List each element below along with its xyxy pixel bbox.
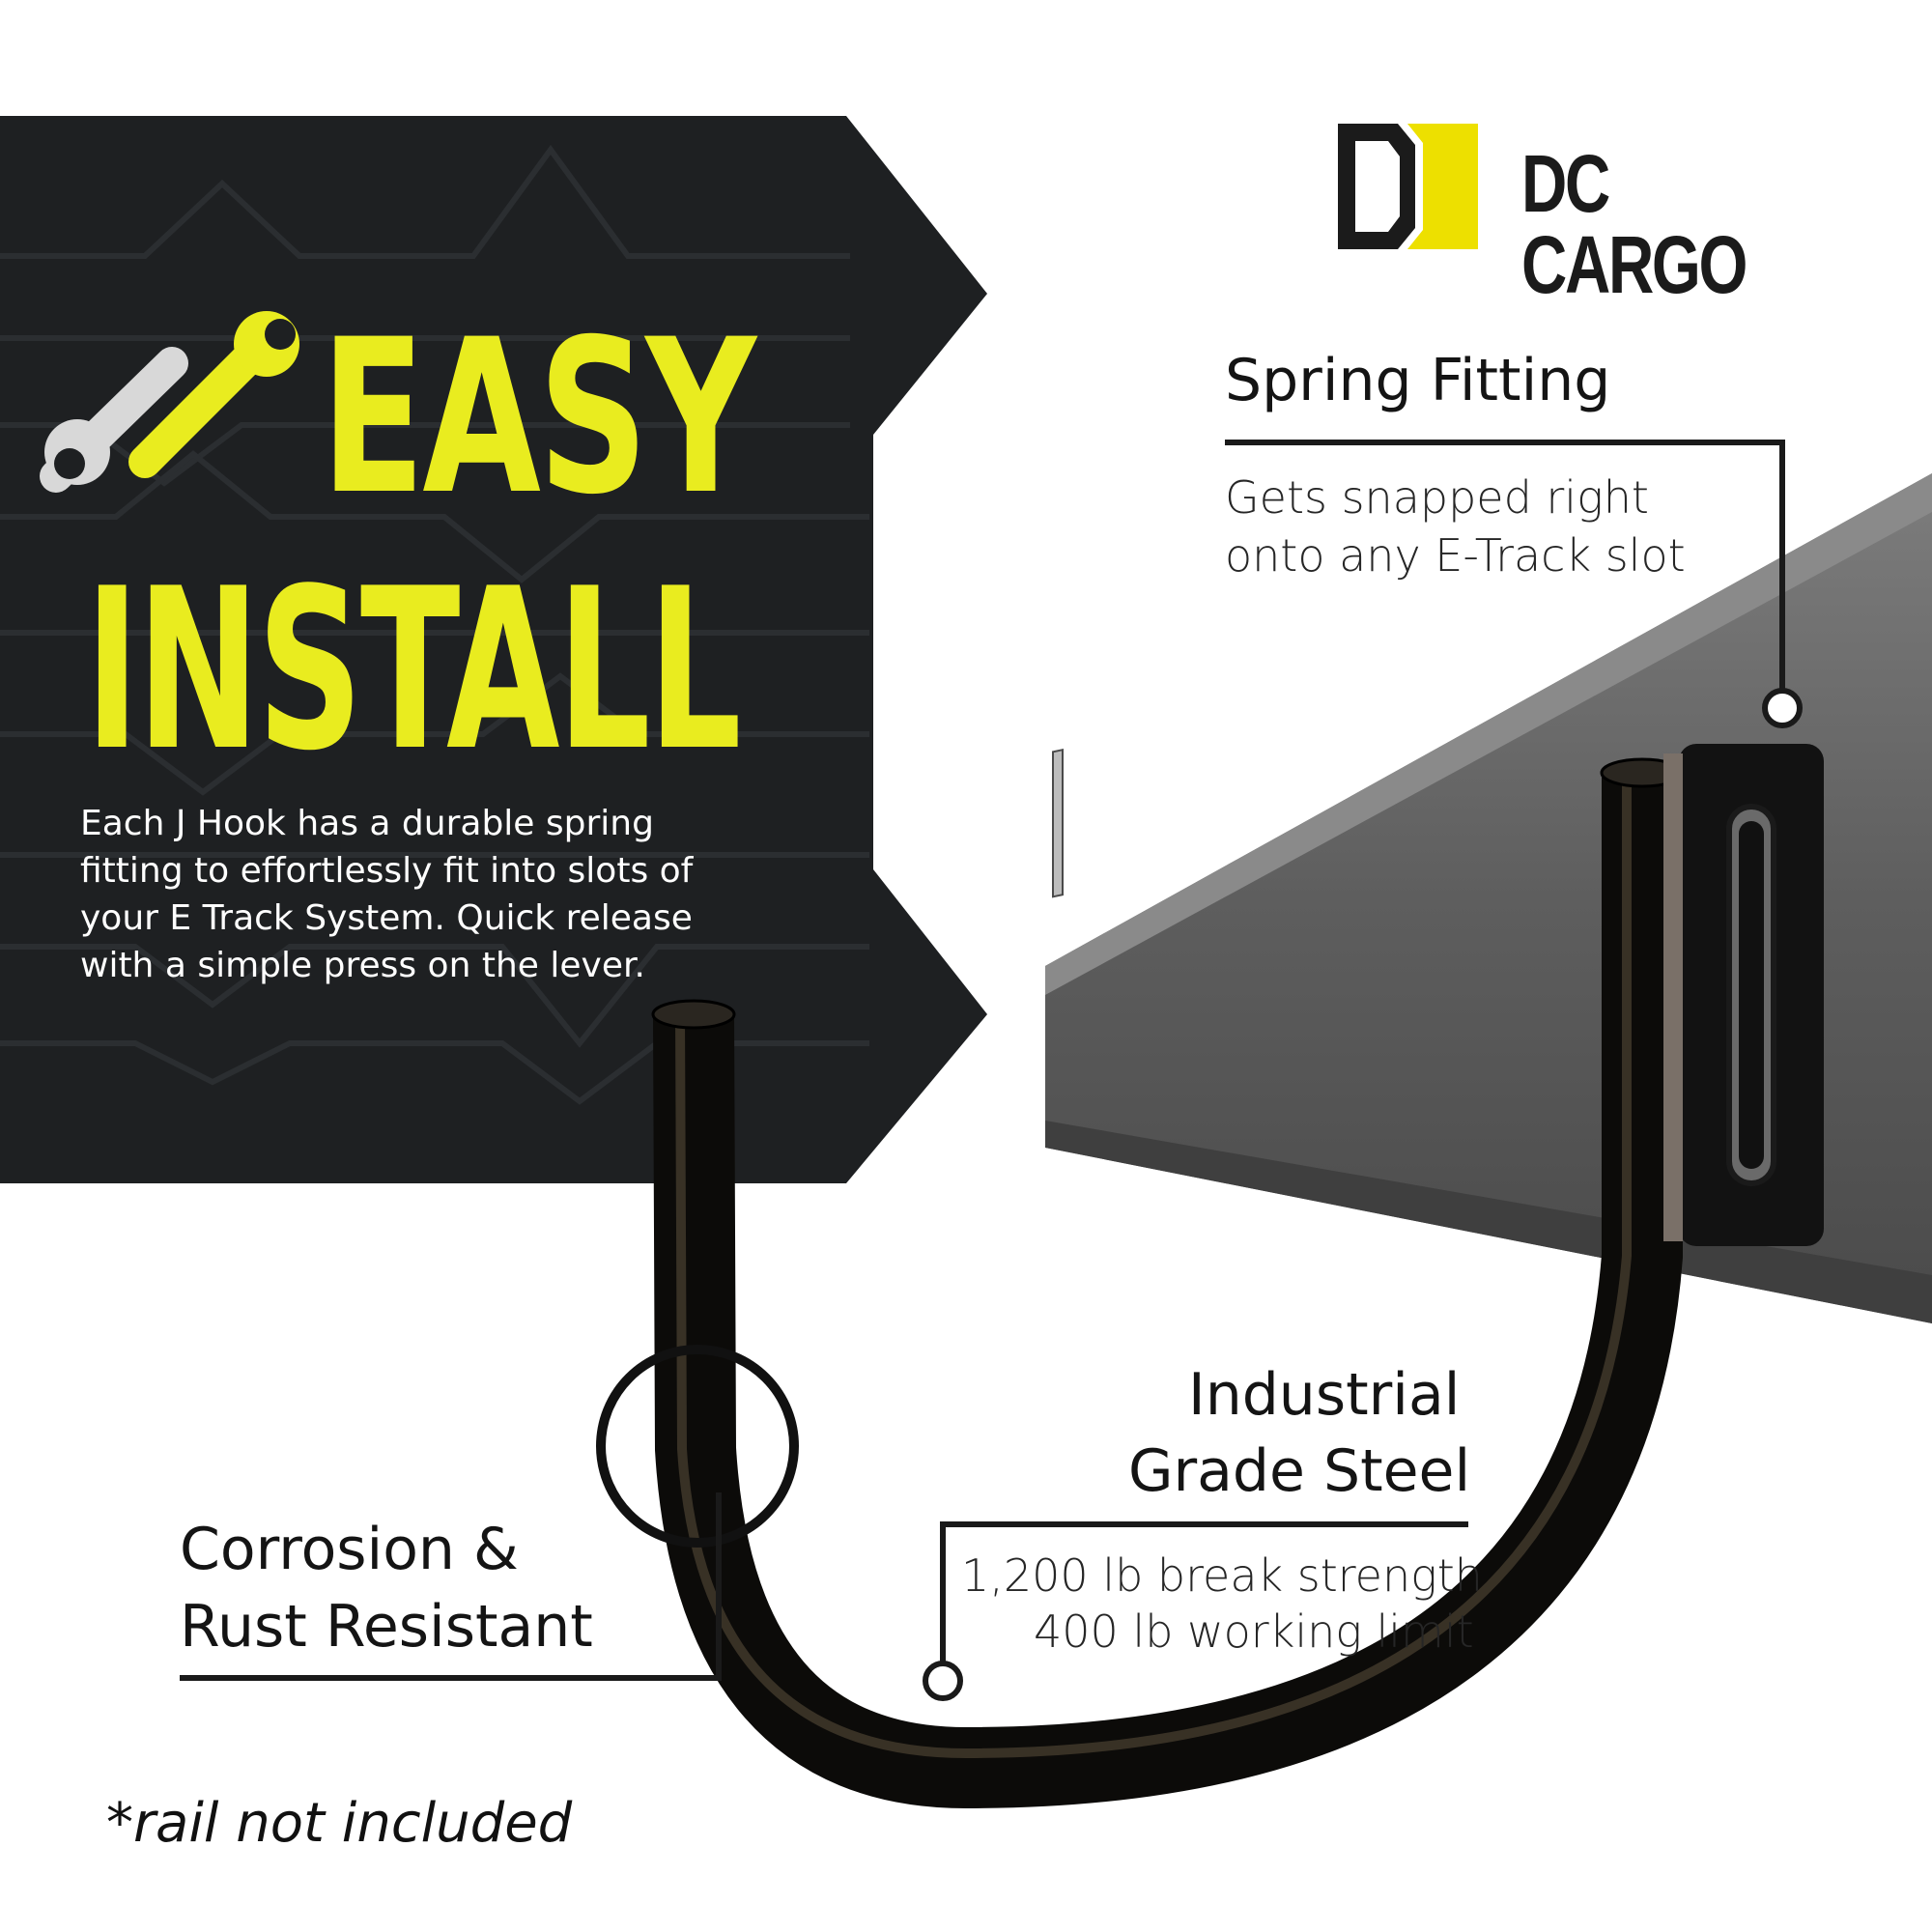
brand-logo-icon: [1338, 124, 1478, 249]
steel-line1: 1,200 lb break strength: [961, 1549, 1483, 1602]
steel-title-line1: Industrial: [1188, 1361, 1461, 1429]
brand-name: DC CARGO: [1521, 138, 1748, 310]
corrosion-title-line1: Corrosion &: [180, 1516, 519, 1583]
headline-easy: EASY: [321, 294, 756, 541]
hero-description: Each J Hook has a durable spring fitting…: [80, 804, 694, 985]
steel-title-line2: Grade Steel: [1128, 1437, 1471, 1505]
spring-fitting-line1: Gets snapped right: [1225, 471, 1649, 524]
detail-circle: [596, 1345, 799, 1548]
leader-lines: [180, 440, 1785, 1681]
wrench-icon: [40, 311, 299, 493]
panel-pattern: [0, 144, 869, 1105]
spring-fitting-title: Spring Fitting: [1225, 347, 1611, 414]
spring-fitting: [1663, 744, 1824, 1246]
headline-install: INSTALL: [85, 542, 742, 800]
footnote: *rail not included: [106, 1792, 573, 1855]
j-hook: [653, 773, 1683, 1809]
spring-fitting-line2: onto any E-Track slot: [1225, 529, 1686, 582]
corrosion-title-line2: Rust Resistant: [180, 1593, 593, 1661]
steel-line2: 400 lb working limit: [1034, 1605, 1474, 1658]
